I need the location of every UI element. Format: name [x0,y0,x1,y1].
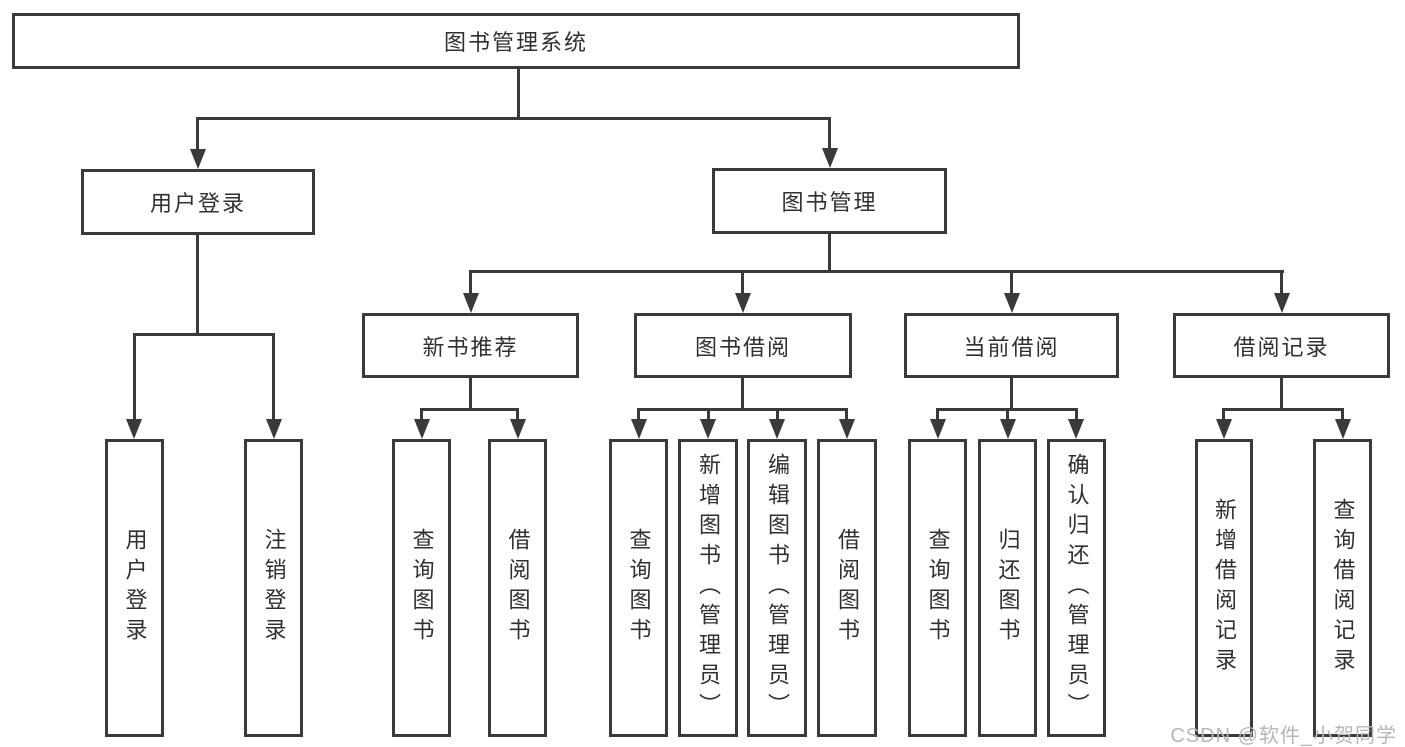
connector-drop-leaf-nbr-borrow [516,408,519,423]
node-current-borrow: 当前借阅 [904,313,1119,378]
connector-drop-leaf-logout [272,333,275,423]
node-leaf-nbr-query-label: 查询图书 [409,528,435,648]
arrow-into-user-login [190,149,206,169]
node-leaf-cb-query-label: 查询图书 [925,528,951,648]
connector-drop-book-mgmt [828,117,831,153]
node-leaf-logout: 注销登录 [244,439,303,737]
node-user-login: 用户登录 [81,169,315,235]
arrow-into-leaf-bb-add [700,419,716,439]
connector-borrow-record-hbar [1222,408,1344,411]
connector-drop-leaf-br-query [1341,408,1344,423]
arrow-into-leaf-bb-query [631,419,647,439]
node-leaf-nbr-borrow: 借阅图书 [488,439,547,737]
node-borrow-record-label: 借阅记录 [1233,334,1330,360]
node-leaf-cb-confirm: 确认归还（管理员） [1047,439,1106,737]
node-root-label: 图书管理系统 [443,30,588,55]
connector-drop-leaf-user-login [133,333,136,423]
node-user-login-label: 用户登录 [149,191,246,216]
arrow-into-leaf-bb-borrow [839,419,855,439]
connector-drop-leaf-nbr-query [420,408,423,423]
arrow-into-leaf-cb-confirm [1068,419,1084,439]
node-leaf-user-login-label: 用户登录 [122,528,148,648]
arrow-into-borrow-record [1274,293,1290,313]
node-leaf-logout-label: 注销登录 [261,528,287,648]
arrow-into-leaf-nbr-borrow [510,419,526,439]
arrow-into-leaf-br-query [1335,419,1351,439]
node-leaf-bb-edit-label: 编辑图书（管理员） [765,453,790,723]
node-new-book-rec-label: 新书推荐 [422,334,519,360]
connector-drop-borrow-record [1280,270,1283,298]
connector-drop-leaf-bb-add [707,408,710,423]
node-leaf-br-query-label: 查询借阅记录 [1330,498,1356,678]
connector-drop-leaf-cb-return [1006,408,1009,423]
connector-drop-leaf-br-add [1222,408,1225,423]
connector-book-mgmt-stem [828,234,831,273]
connector-drop-leaf-bb-edit [776,408,779,423]
node-leaf-bb-add: 新增图书（管理员） [678,439,738,737]
arrow-into-leaf-br-add [1216,419,1232,439]
connector-drop-leaf-bb-query [637,408,640,423]
arrow-into-leaf-nbr-query [414,419,430,439]
connector-user-login-hbar [133,333,275,336]
node-leaf-cb-query: 查询图书 [908,439,967,737]
node-leaf-br-add: 新增借阅记录 [1195,439,1253,737]
connector-root-stem [517,68,520,120]
connector-drop-leaf-cb-query [936,408,939,423]
node-leaf-nbr-borrow-label: 借阅图书 [505,528,531,648]
node-leaf-bb-borrow: 借阅图书 [817,439,877,737]
connector-borrow-record-stem [1280,378,1283,411]
node-book-mgmt-label: 图书管理 [781,190,878,215]
connector-drop-leaf-cb-confirm [1075,408,1078,423]
arrow-into-book-borrow [735,293,751,313]
arrow-into-new-book-rec [463,293,479,313]
node-leaf-user-login: 用户登录 [105,439,164,737]
node-root: 图书管理系统 [12,13,1020,69]
connector-new-book-rec-hbar [420,408,519,411]
node-leaf-br-query: 查询借阅记录 [1313,439,1372,737]
node-leaf-bb-borrow-label: 借阅图书 [835,528,860,648]
arrow-into-leaf-user-login [126,419,142,439]
connector-book-borrow-hbar [637,408,848,411]
node-new-book-rec: 新书推荐 [362,313,579,378]
node-leaf-br-add-label: 新增借阅记录 [1212,498,1237,678]
connector-root-hbar [196,117,831,120]
node-leaf-bb-query-label: 查询图书 [626,528,652,648]
arrow-into-leaf-cb-return [1000,419,1016,439]
node-leaf-cb-confirm-label: 确认归还（管理员） [1064,453,1090,723]
arrow-into-leaf-bb-edit [769,419,785,439]
connector-current-borrow-stem [1010,378,1013,411]
connector-drop-leaf-bb-borrow [845,408,848,423]
node-current-borrow-label: 当前借阅 [963,334,1060,360]
connector-drop-new-book-rec [469,270,472,298]
connector-drop-user-login [196,117,199,153]
node-book-mgmt: 图书管理 [712,168,947,234]
arrow-into-book-mgmt [822,148,838,168]
connector-drop-book-borrow [741,270,744,298]
node-leaf-bb-query: 查询图书 [609,439,668,737]
connector-drop-current-borrow [1010,270,1013,298]
node-book-borrow: 图书借阅 [634,313,852,378]
arrow-into-current-borrow [1004,293,1020,313]
connector-book-borrow-stem [741,378,744,411]
node-borrow-record: 借阅记录 [1173,313,1390,378]
node-leaf-bb-edit: 编辑图书（管理员） [747,439,807,737]
connector-book-mgmt-hbar [469,270,1284,273]
csdn-watermark: CSDN @软件_小贺同学 [1170,725,1397,747]
connector-user-login-stem [196,235,199,336]
arrow-into-leaf-logout [266,419,282,439]
node-leaf-nbr-query: 查询图书 [392,439,451,737]
node-leaf-bb-add-label: 新增图书（管理员） [696,453,721,723]
node-leaf-cb-return: 归还图书 [978,439,1037,737]
arrow-into-leaf-cb-query [930,419,946,439]
node-leaf-cb-return-label: 归还图书 [995,528,1021,648]
node-book-borrow-label: 图书借阅 [694,334,791,360]
connector-new-book-rec-stem [469,378,472,411]
